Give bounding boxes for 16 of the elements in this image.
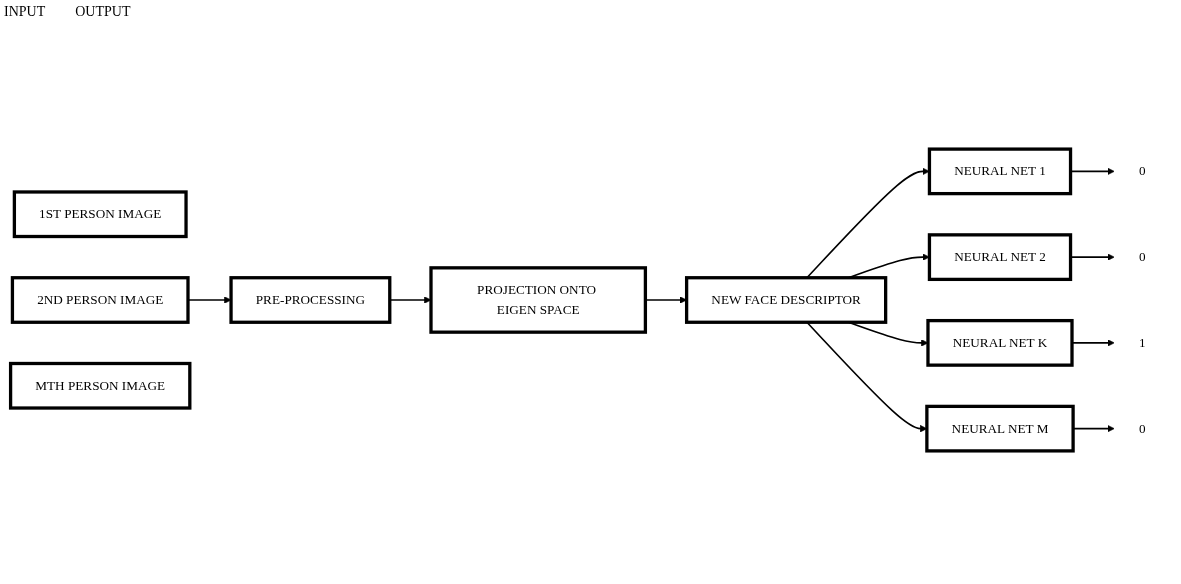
node-box: 2ND PERSON IMAGE (10, 276, 190, 324)
node-box: PROJECTION ONTO EIGEN SPACE (429, 266, 648, 334)
node-box: NEURAL NET 1 (927, 147, 1073, 196)
node-box: MTH PERSON IMAGE (8, 361, 192, 410)
section-label: OUTPUT (75, 4, 131, 20)
node-box: 1ST PERSON IMAGE (12, 190, 188, 239)
node-box: NEW FACE DESCRIPTOR (684, 276, 888, 324)
node-box: PRE-PROCESSING (229, 276, 392, 324)
node-box: NEURAL NET M (925, 404, 1075, 453)
node-text: 0 (1139, 163, 1146, 178)
node-text: 0 (1139, 249, 1146, 264)
node-box: NEURAL NET K (926, 318, 1074, 367)
section-label: INPUT (4, 4, 46, 20)
node-text: 0 (1139, 421, 1146, 436)
node-box: NEURAL NET 2 (927, 233, 1073, 282)
node-text: 1 (1139, 335, 1146, 350)
